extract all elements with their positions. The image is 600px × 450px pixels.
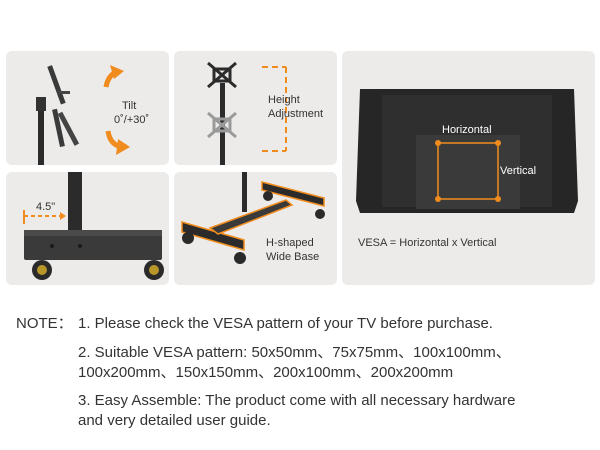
base-illustration	[23, 172, 164, 280]
tilt-panel: Tilt 0˚/+30˚	[6, 51, 169, 165]
note-item-2-line2: 100x200mm、150x150mm、200x100mm、200x200mm	[78, 364, 454, 381]
tilt-label: Tilt	[122, 100, 137, 112]
hbase-illustration	[181, 172, 325, 264]
notes-prefix: NOTE：	[16, 315, 73, 332]
note-item-3-line2: and very detailed user guide.	[78, 412, 271, 429]
height-label-line2: Adjustment	[268, 108, 324, 120]
vesa-horizontal: Horizontal	[442, 124, 492, 136]
tilt-illustration	[36, 65, 130, 165]
hbase-label-line1: H-shaped	[266, 237, 314, 249]
height-illustration	[207, 61, 287, 165]
vesa-panel: Horizontal Vertical VESA = Horizontal x …	[342, 51, 595, 285]
vesa-vertical: Vertical	[500, 165, 537, 177]
vesa-illustration	[356, 89, 578, 213]
height-label-line1: Height	[268, 94, 300, 106]
hbase-panel: H-shaped Wide Base	[174, 172, 337, 285]
hbase-label-line2: Wide Base	[266, 251, 320, 263]
height-panel: Height Adjustment	[174, 51, 337, 165]
base-offset: 4.5"	[36, 201, 56, 213]
base-panel: 4.5"	[6, 172, 169, 285]
note-item-3-line1: 3. Easy Assemble: The product come with …	[78, 392, 516, 409]
note-item-1: 1. Please check the VESA pattern of your…	[78, 315, 493, 332]
tilt-range: 0˚/+30˚	[114, 114, 150, 126]
vesa-formula: VESA = Horizontal x Vertical	[358, 237, 497, 249]
note-item-2-line1: 2. Suitable VESA pattern: 50x50mm、75x75m…	[78, 344, 511, 361]
